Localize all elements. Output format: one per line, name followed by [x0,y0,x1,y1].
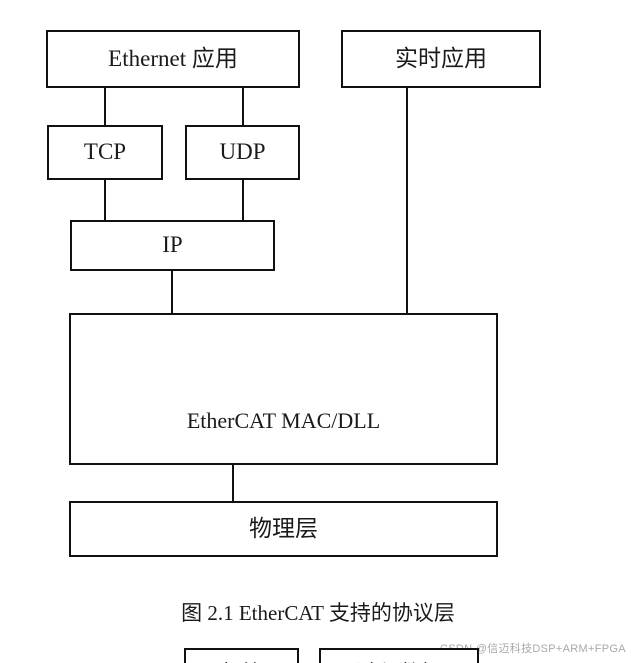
node-process-data-label: 过程数据 [355,661,443,663]
node-tcp: TCP [47,125,163,180]
node-udp-label: UDP [219,139,266,165]
node-mailbox-label: 邮箱 [219,661,263,663]
node-ip-label: IP [162,232,183,258]
figure-caption: 图 2.1 EtherCAT 支持的协议层 [181,601,455,625]
csdn-watermark: CSDN @信迈科技DSP+ARM+FPGA [440,643,626,655]
node-realtime-application-label: 实时应用 [395,45,487,71]
node-physical-layer-label: 物理层 [249,515,318,541]
node-physical-layer: 物理层 [69,501,498,557]
node-ethernet-application-label: Ethernet 应用 [108,45,238,71]
node-udp: UDP [185,125,300,180]
node-ip: IP [70,220,275,271]
node-ethernet-application: Ethernet 应用 [46,30,300,88]
node-process-data: 过程数据 [319,648,479,663]
connector-tcp-to-ip [104,178,106,222]
connector-udp-to-ip [242,178,244,222]
node-ethercat-mac-dll: 邮箱 过程数据 EtherCAT MAC/DLL [69,313,498,663]
connector-ip-to-ethercat [171,269,173,315]
connector-ethernet-app-to-tcp [104,86,106,127]
node-ethercat-mac-dll-label: EtherCAT MAC/DLL [186,408,381,433]
connector-ethercat-to-physical-layer [232,463,234,503]
connector-realtime-app-to-ethercat [406,86,408,315]
node-mailbox: 邮箱 [184,648,299,663]
node-realtime-application: 实时应用 [341,30,541,88]
connector-ethernet-app-to-udp [242,86,244,127]
node-tcp-label: TCP [83,139,127,165]
